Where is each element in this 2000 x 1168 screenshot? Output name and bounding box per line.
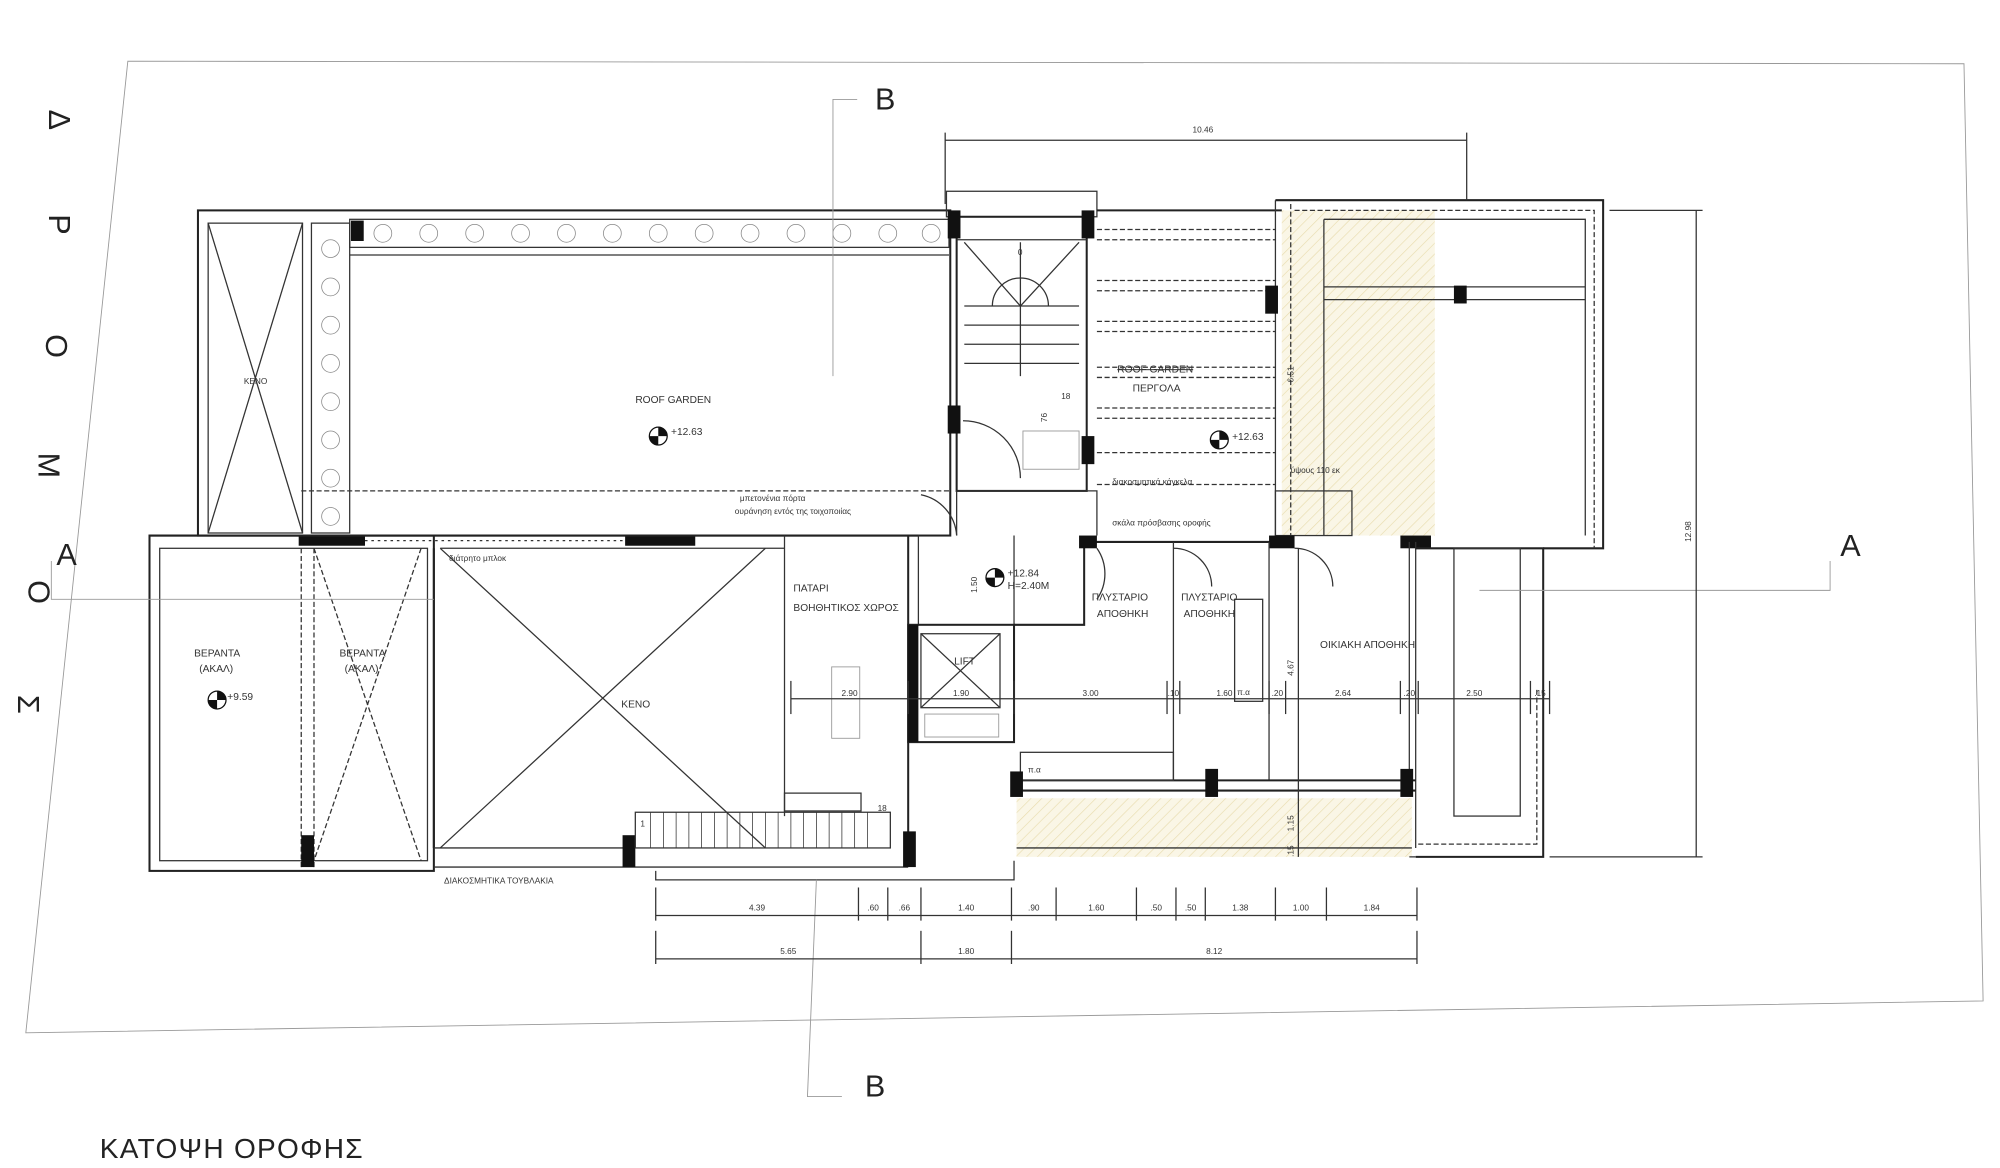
street-letter: Σ: [11, 695, 45, 714]
note-stair-76: 76: [1040, 412, 1049, 422]
dimension-label: .10: [1168, 689, 1180, 698]
level-hall: +12.84: [1008, 568, 1040, 579]
dimension-label: 1.60: [1216, 689, 1232, 698]
central-rooms: [907, 490, 1431, 849]
note-bricks: ΔΙΑΚΟΣΜΗΤΙΚΑ ΤΟΥΒΛΑΚΙΑ: [444, 877, 554, 886]
street-letter: Ρ: [42, 214, 76, 234]
dimension-label: .50: [1150, 903, 1162, 912]
label-veranda-1: ΒΕΡΑΝΤΑ: [194, 649, 240, 660]
dimension-label: 2.50: [1466, 689, 1482, 698]
dimension-label: 1.90: [953, 689, 969, 698]
dimension-label: .66: [899, 903, 911, 912]
dimension-label: 1.40: [958, 903, 974, 912]
dimension-label: 3.00: [1082, 689, 1098, 698]
label-oikiaki-apothiki: ΟΙΚΙΑΚΗ ΑΠΟΘΗΚΗ: [1320, 640, 1415, 651]
dimensions: 10.46 12.98 6.51 4.67 1.15 .15 1.50 2.90…: [655, 126, 1703, 964]
dimension-label: .15: [1534, 689, 1546, 698]
dim-115: 1.15: [1286, 815, 1295, 831]
label-veranda-1-sub: (ΑΚΑΛ): [199, 664, 233, 675]
level-veranda-1: +9.59: [227, 692, 253, 703]
section-marker-a-right: A: [1840, 529, 1861, 563]
note-door-2: ουράνηση εντός της τοιχοποιίας: [735, 507, 851, 516]
dimension-label: 1.60: [1088, 903, 1104, 912]
note-door-1: μπετονένια πόρτα: [740, 494, 806, 503]
street-letter: Ο: [21, 580, 55, 604]
dimension-label: 5.65: [780, 947, 796, 956]
label-hall-height: H=2.40M: [1008, 581, 1050, 592]
dimension-label: 8.12: [1206, 947, 1222, 956]
dimension-label: 1.00: [1293, 903, 1309, 912]
dimension-label: 4.39: [749, 903, 765, 912]
upper-left-block: [149, 209, 952, 546]
dimension-label: .20: [1272, 689, 1284, 698]
section-marker-b-top: B: [875, 83, 895, 117]
street-letter: Μ: [32, 453, 66, 479]
hatched-balcony: [1016, 798, 1412, 857]
section-marker-a-left: A: [56, 538, 77, 572]
label-apothiki-1: ΑΠΟΘΗΚΗ: [1097, 609, 1149, 620]
label-keno-small: ΚΕΝΟ: [244, 377, 268, 386]
label-plystario-1: ΠΛΥΣΤΑΡΙΟ: [1092, 593, 1148, 604]
note-stair-18b: 18: [878, 804, 888, 813]
dimension-label: 1.80: [958, 947, 974, 956]
note-roof-access: σκάλα πρόσβασης οροφής: [1112, 518, 1210, 527]
section-marker-b-bottom: B: [865, 1070, 885, 1104]
label-keno-big: ΚΕΝΟ: [621, 700, 650, 711]
note-stair-18: 18: [1061, 392, 1071, 401]
dim-467: 4.67: [1286, 659, 1295, 675]
note-height: ύψους 110 εκ: [1291, 466, 1341, 475]
room-labels: ΚΕΝΟ ROOF GARDEN +12.63 ROOF GARDEN ΠΕΡΓ…: [194, 364, 1415, 710]
label-plystario-2: ΠΛΥΣΤΑΡΙΟ: [1181, 593, 1237, 604]
dim-150: 1.50: [970, 576, 979, 592]
label-veranda-2: ΒΕΡΑΝΤΑ: [339, 649, 385, 660]
level-roof-garden: +12.63: [671, 427, 703, 438]
note-pa-1: π.α: [1028, 766, 1041, 775]
dimension-label: 2.90: [841, 689, 857, 698]
dim-top: 10.46: [1193, 126, 1214, 135]
dim-651: 6.51: [1286, 366, 1295, 382]
level-pergola: +12.63: [1232, 432, 1264, 443]
dimension-label: .20: [1404, 689, 1416, 698]
dimension-label: 1.38: [1232, 903, 1248, 912]
annotations: μπετονένια πόρτα ουράνηση εντός της τοιχ…: [444, 248, 1341, 886]
dimension-label: .90: [1028, 903, 1040, 912]
level-markers: [207, 426, 1229, 710]
note-railing: διακοσμητικά κάγκελα: [1112, 478, 1192, 487]
label-roof-garden: ROOF GARDEN: [635, 395, 711, 406]
lift-shaft: [907, 623, 1016, 744]
label-patari-sub: ΒΟΗΘΗΤΙΚΟΣ ΧΩΡΟΣ: [793, 603, 898, 614]
dimension-label: 2.64: [1335, 689, 1351, 698]
dim-right: 12.98: [1684, 521, 1693, 542]
label-patari: ΠΑΤΑΡΙ: [793, 584, 828, 595]
right-lower-block: [1409, 547, 1545, 858]
label-pergola: ΠΕΡΓΟΛΑ: [1133, 383, 1181, 394]
dimension-label: .50: [1185, 903, 1197, 912]
hatched-terrace: [1281, 210, 1435, 536]
street-letter: Ο: [39, 334, 73, 358]
drawing-title: ΚΑΤΟΨΗ ΟΡΟΦΗΣ: [100, 1133, 364, 1164]
dim-015: .15: [1286, 845, 1295, 857]
pergola-area: [1096, 200, 1292, 536]
planter-row: [321, 224, 941, 526]
label-apothiki-2: ΑΠΟΘΗΚΗ: [1184, 609, 1236, 620]
label-lift: LIFT: [954, 656, 975, 667]
dimension-label: .60: [867, 903, 879, 912]
note-stair-1: 1: [640, 819, 645, 828]
right-upper-block: [1274, 199, 1605, 550]
street-letter: Δ: [42, 110, 76, 130]
note-block: διάτρητο μπλοκ: [449, 554, 507, 563]
label-pergola-crossed: ROOF GARDEN: [1117, 364, 1193, 375]
lower-left-block: [148, 534, 1015, 881]
label-veranda-2-sub: (ΑΚΑΛ): [345, 664, 379, 675]
note-stair-top: 0: [1018, 248, 1023, 257]
stair-core: [945, 190, 1098, 492]
street-label: Δ Ρ Ο Μ Ο Σ: [11, 110, 76, 714]
dimension-label: 1.84: [1364, 903, 1380, 912]
plot-boundary: [25, 60, 1984, 1034]
note-pa-2: π.α: [1237, 688, 1250, 697]
section-lines: B B A A: [50, 83, 1861, 1104]
